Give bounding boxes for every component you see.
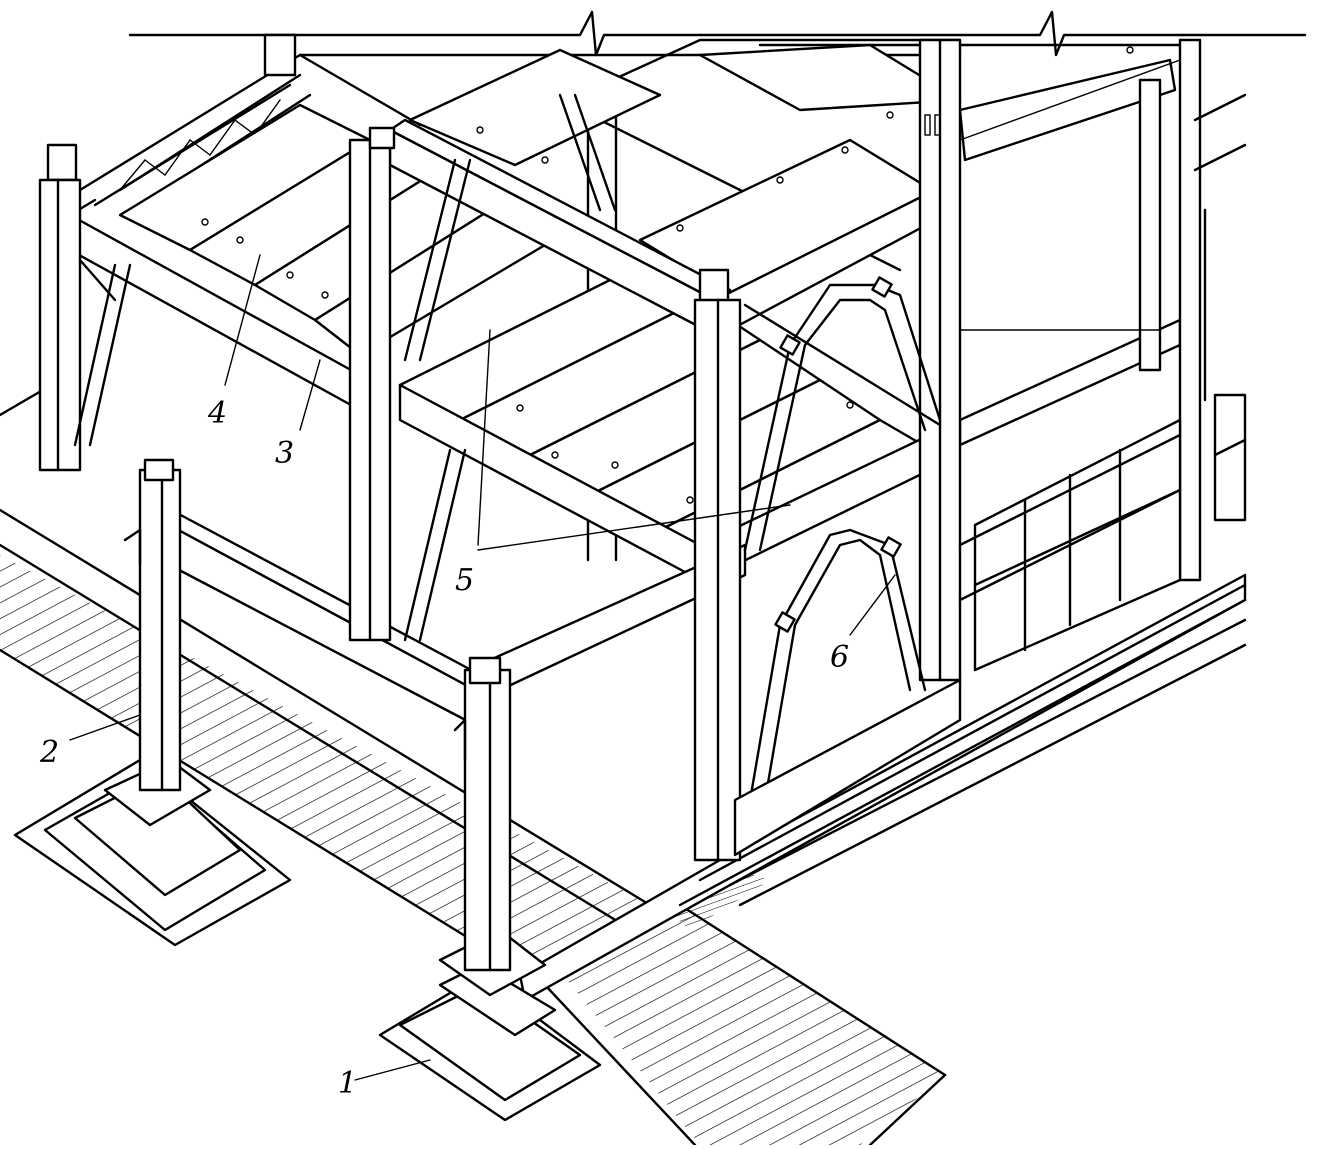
callout-label-3: 3 [275, 436, 294, 471]
front-left-column-assembly [13, 458, 292, 947]
callout-labels: 1 2 3 4 5 6 [39, 396, 849, 1101]
callout-label-4: 4 [207, 396, 227, 431]
front-corner-column-assembly [378, 656, 602, 1122]
callout-label-5: 5 [455, 563, 474, 598]
callout-label-6: 6 [830, 640, 849, 675]
cross-bracing [73, 59, 1181, 857]
girders [68, 118, 1182, 727]
foundation-beam [518, 573, 1247, 1002]
columns [38, 38, 1202, 862]
facade-windows [958, 93, 1247, 672]
callout-label-2: 2 [39, 735, 59, 770]
leader-lines [69, 254, 896, 1081]
callout-label-1: 1 [338, 1066, 357, 1101]
floor-slabs-middle [398, 263, 942, 577]
top-cut-line [128, 10, 1307, 57]
